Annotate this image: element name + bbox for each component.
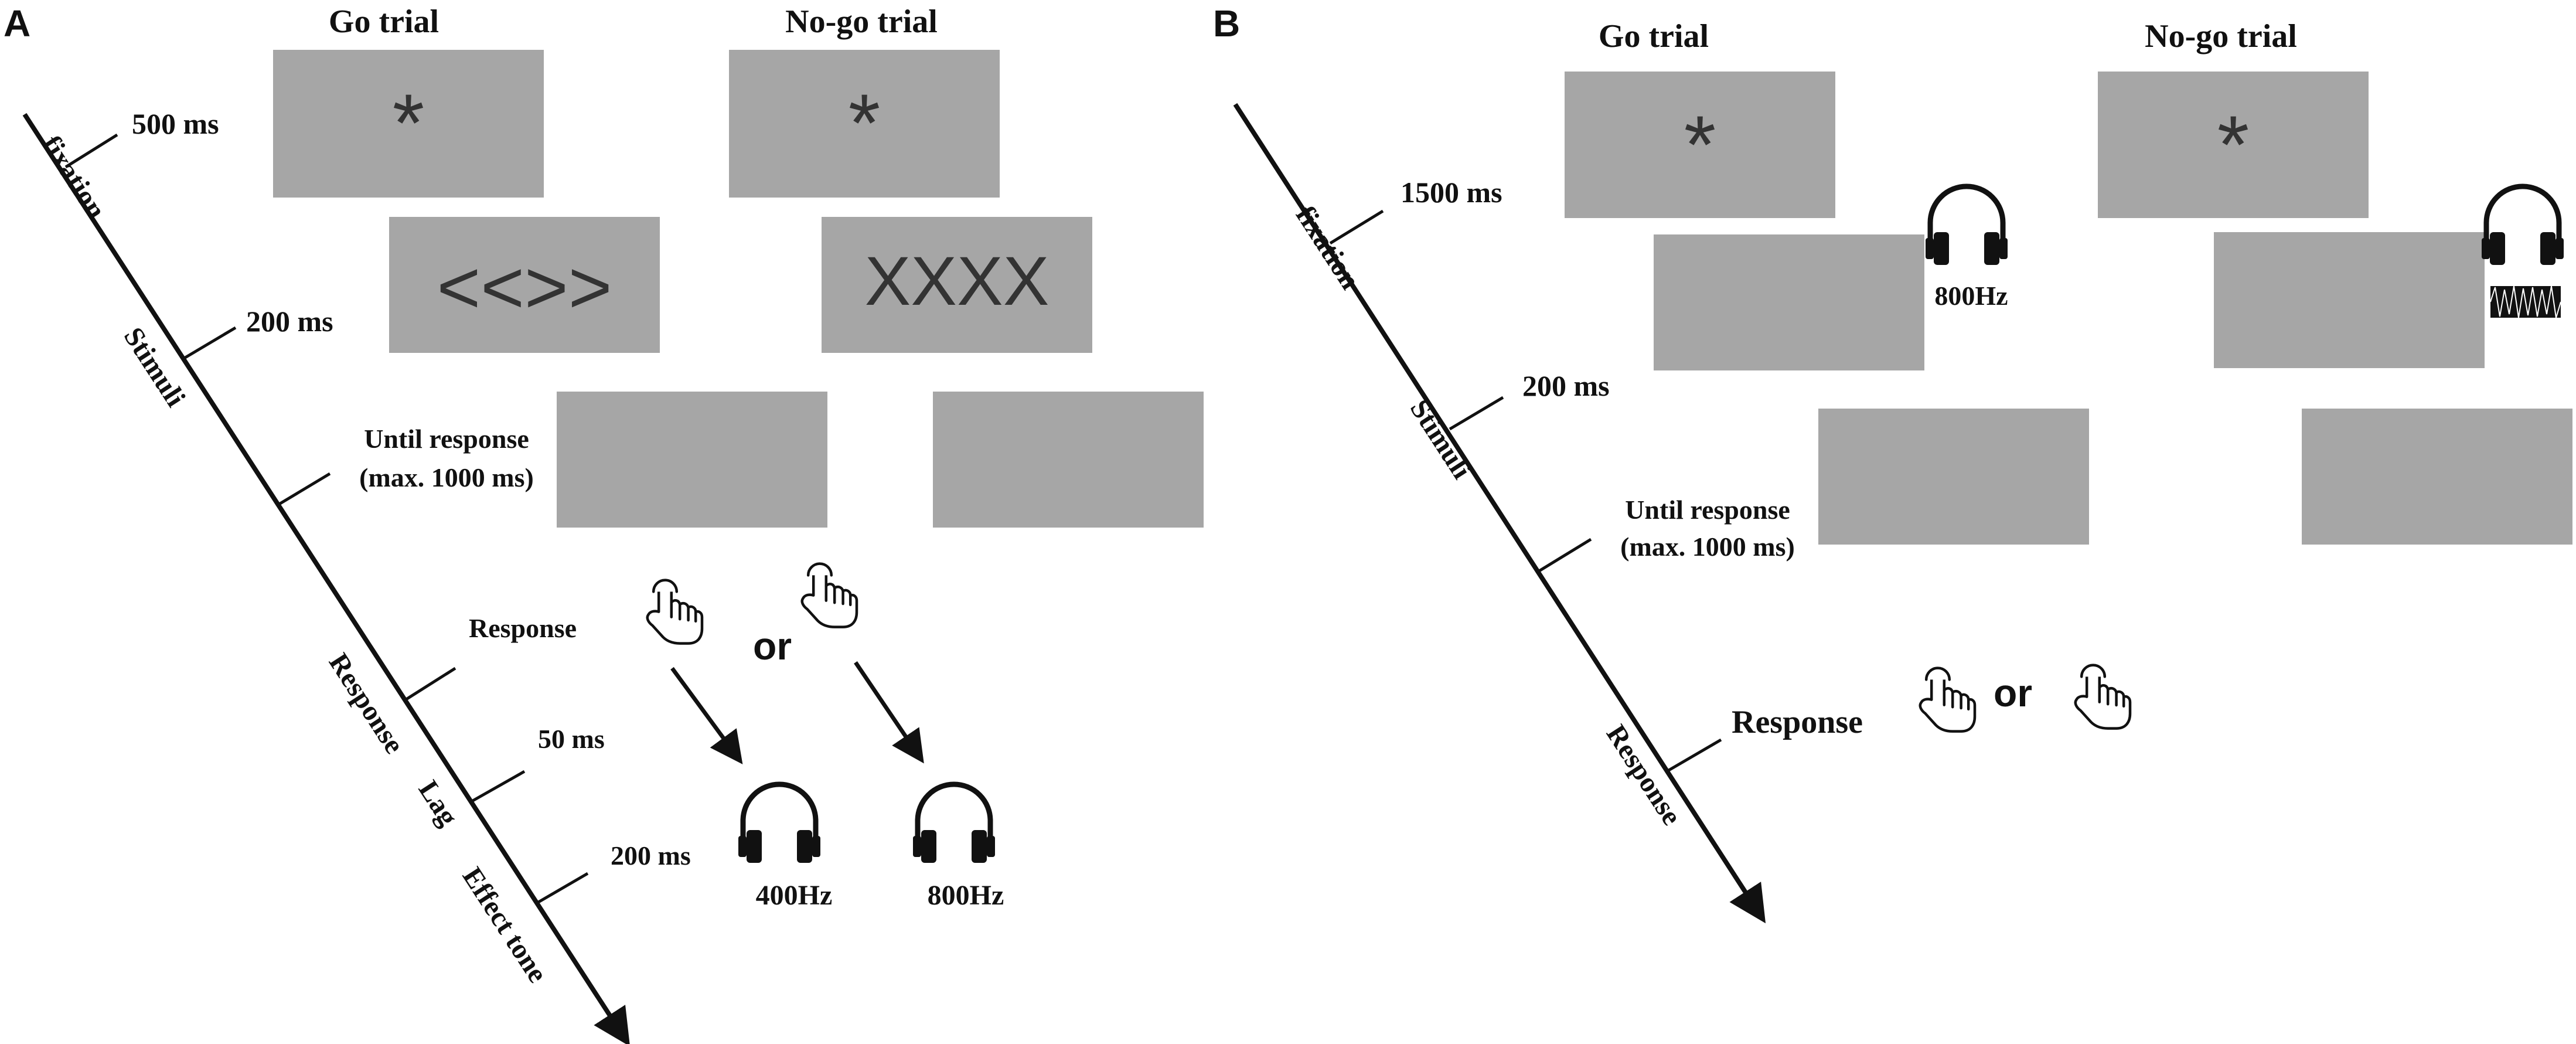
a-go-trial-heading: Go trial — [329, 4, 439, 40]
b-headphones-icon-go — [1926, 186, 2008, 265]
b-go-fixation-star: * — [1684, 98, 1716, 191]
b-nogo-fixation-screen — [2098, 72, 2369, 218]
b-nogo-stimulus-screen — [2214, 232, 2485, 368]
panel-a-letter: A — [4, 2, 30, 45]
a-tick-stimuli — [181, 326, 237, 361]
a-until-line1: Until response — [364, 424, 529, 454]
b-time-1500: 1500 ms — [1401, 176, 1502, 209]
b-headphones-icon-nogo — [2482, 186, 2564, 265]
panel-b: B Go trial No-go trial fixation Stimuli … — [1213, 2, 2572, 924]
a-arrow-to-400hz — [670, 666, 743, 764]
a-hand-icon-right — [802, 564, 857, 627]
a-time-200: 200 ms — [246, 305, 333, 338]
b-go-trial-heading: Go trial — [1599, 18, 1709, 55]
a-headphones-icon-800 — [913, 784, 995, 863]
b-hand-icon-right — [2076, 665, 2130, 729]
a-go-fixation-star: * — [393, 77, 424, 169]
a-until-line2: (max. 1000 ms) — [359, 463, 534, 492]
a-time-500: 500 ms — [132, 107, 219, 140]
a-tick-lag — [471, 770, 526, 803]
b-axis-stimuli: Stimuli — [1404, 394, 1478, 484]
a-axis-stimuli: Stimuli — [118, 322, 192, 412]
a-tick-until — [276, 472, 331, 507]
a-nogo-fixation-star: * — [849, 77, 880, 169]
b-axis-fixation: fixation — [1290, 200, 1366, 295]
a-tone-400: 400Hz — [756, 880, 833, 911]
b-nogo-trial-heading: No-go trial — [2145, 18, 2297, 55]
b-timeline-arrow — [1233, 103, 1766, 924]
a-timeline-arrow — [22, 113, 631, 1044]
panel-b-letter: B — [1213, 2, 1240, 45]
a-tone-800: 800Hz — [928, 880, 1004, 911]
a-go-blank-screen — [557, 392, 827, 528]
a-hand-icon-left — [648, 580, 702, 644]
a-nogo-fixation-screen — [729, 50, 1000, 198]
b-tick-response — [1667, 738, 1722, 773]
a-go-fixation-screen — [273, 50, 544, 198]
a-tick-fixation — [64, 133, 118, 169]
a-nogo-stimulus-screen — [822, 217, 1092, 353]
a-nogo-stimulus-xxxx: XXXX — [865, 243, 1050, 320]
b-tick-stimuli — [1449, 396, 1504, 431]
a-headphones-icon-400 — [738, 784, 820, 863]
a-axis-lag: Lag — [413, 775, 464, 831]
a-go-stimulus-arrows: <<>> — [437, 246, 612, 329]
b-or-label: or — [1994, 671, 2032, 715]
a-or-label: or — [753, 624, 792, 668]
b-tick-fixation — [1329, 209, 1384, 245]
b-tone-800: 800Hz — [1934, 281, 2008, 311]
b-time-200: 200 ms — [1522, 369, 1610, 402]
a-tick-response — [403, 666, 456, 702]
b-go-fixation-screen — [1565, 72, 1835, 218]
a-time-200-tone: 200 ms — [611, 841, 691, 870]
a-go-stimulus-screen — [389, 217, 660, 353]
a-arrow-to-800hz — [854, 661, 924, 764]
b-until-line1: Until response — [1625, 495, 1790, 525]
a-time-50: 50 ms — [538, 724, 605, 754]
a-tick-effect — [536, 872, 589, 904]
a-nogo-trial-heading: No-go trial — [785, 4, 938, 40]
panel-a: A Go trial No-go trial fixation Stimuli … — [4, 2, 1204, 1044]
b-nogo-fixation-star: * — [2217, 98, 2249, 191]
b-go-blank-screen — [1818, 409, 2089, 545]
a-nogo-blank-screen — [933, 392, 1204, 528]
b-nogo-blank-screen — [2302, 409, 2572, 545]
a-axis-effect-tone: Effect tone — [456, 862, 554, 988]
b-go-stimulus-screen — [1654, 234, 1924, 370]
b-response-label: Response — [1732, 704, 1863, 740]
a-response-label: Response — [469, 613, 577, 643]
b-tick-until — [1537, 538, 1592, 573]
b-until-line2: (max. 1000 ms) — [1620, 532, 1795, 562]
b-hand-icon-left — [1920, 668, 1975, 732]
b-noise-icon — [2490, 285, 2561, 318]
a-axis-response: Response — [323, 648, 410, 759]
